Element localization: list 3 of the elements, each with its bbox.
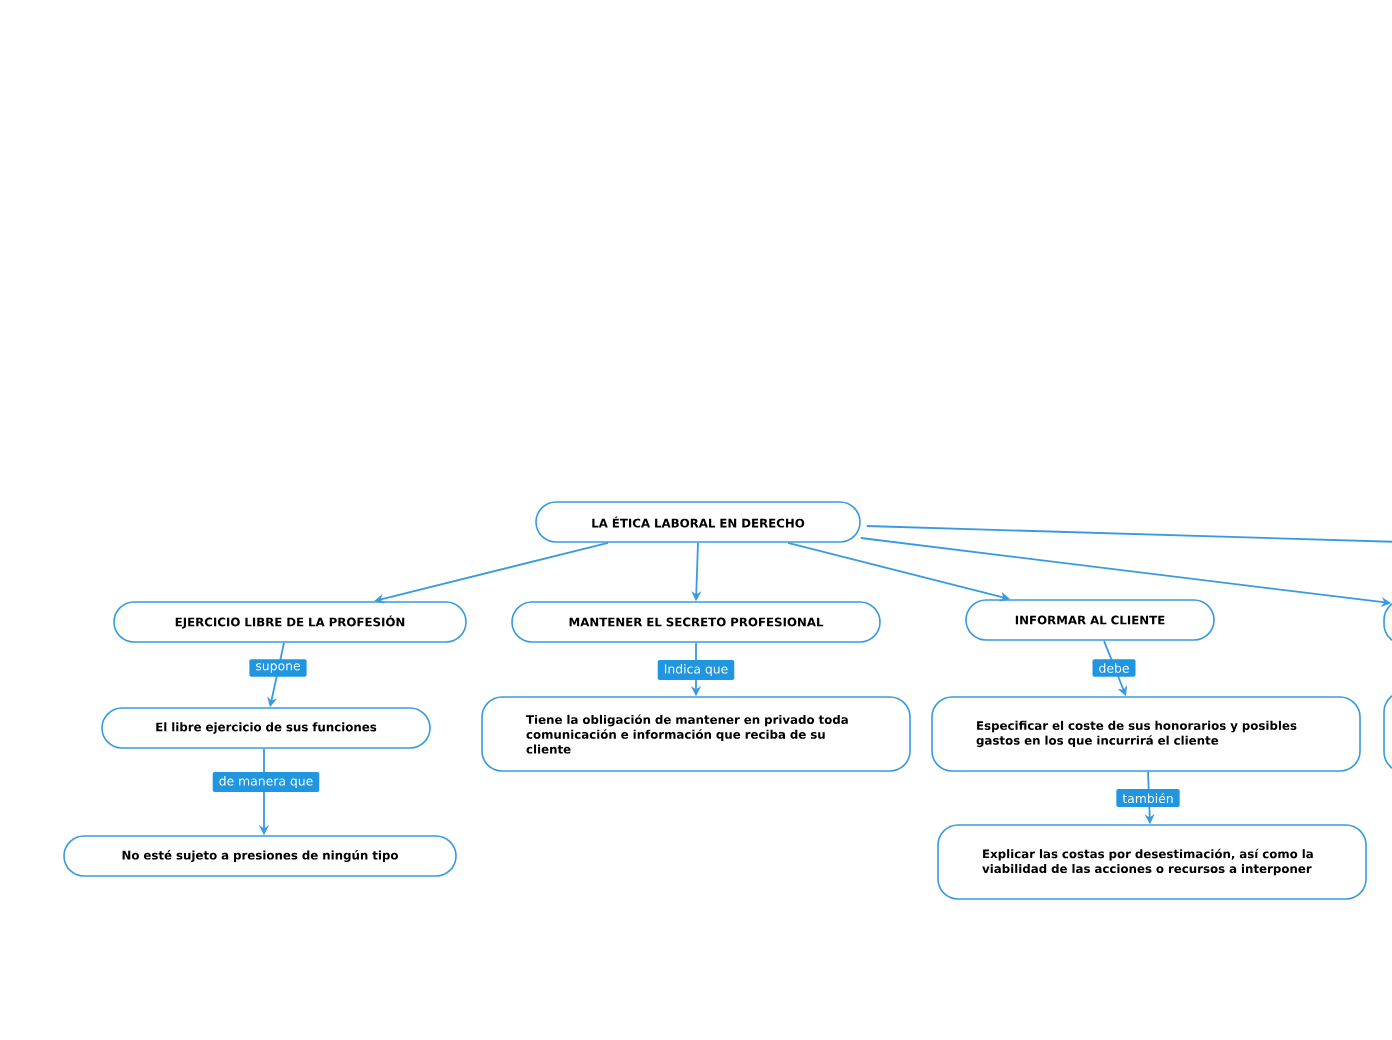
- connector-line: [865, 525, 1392, 543]
- empty-box: [1383, 691, 1392, 773]
- empty-box: [1383, 599, 1392, 645]
